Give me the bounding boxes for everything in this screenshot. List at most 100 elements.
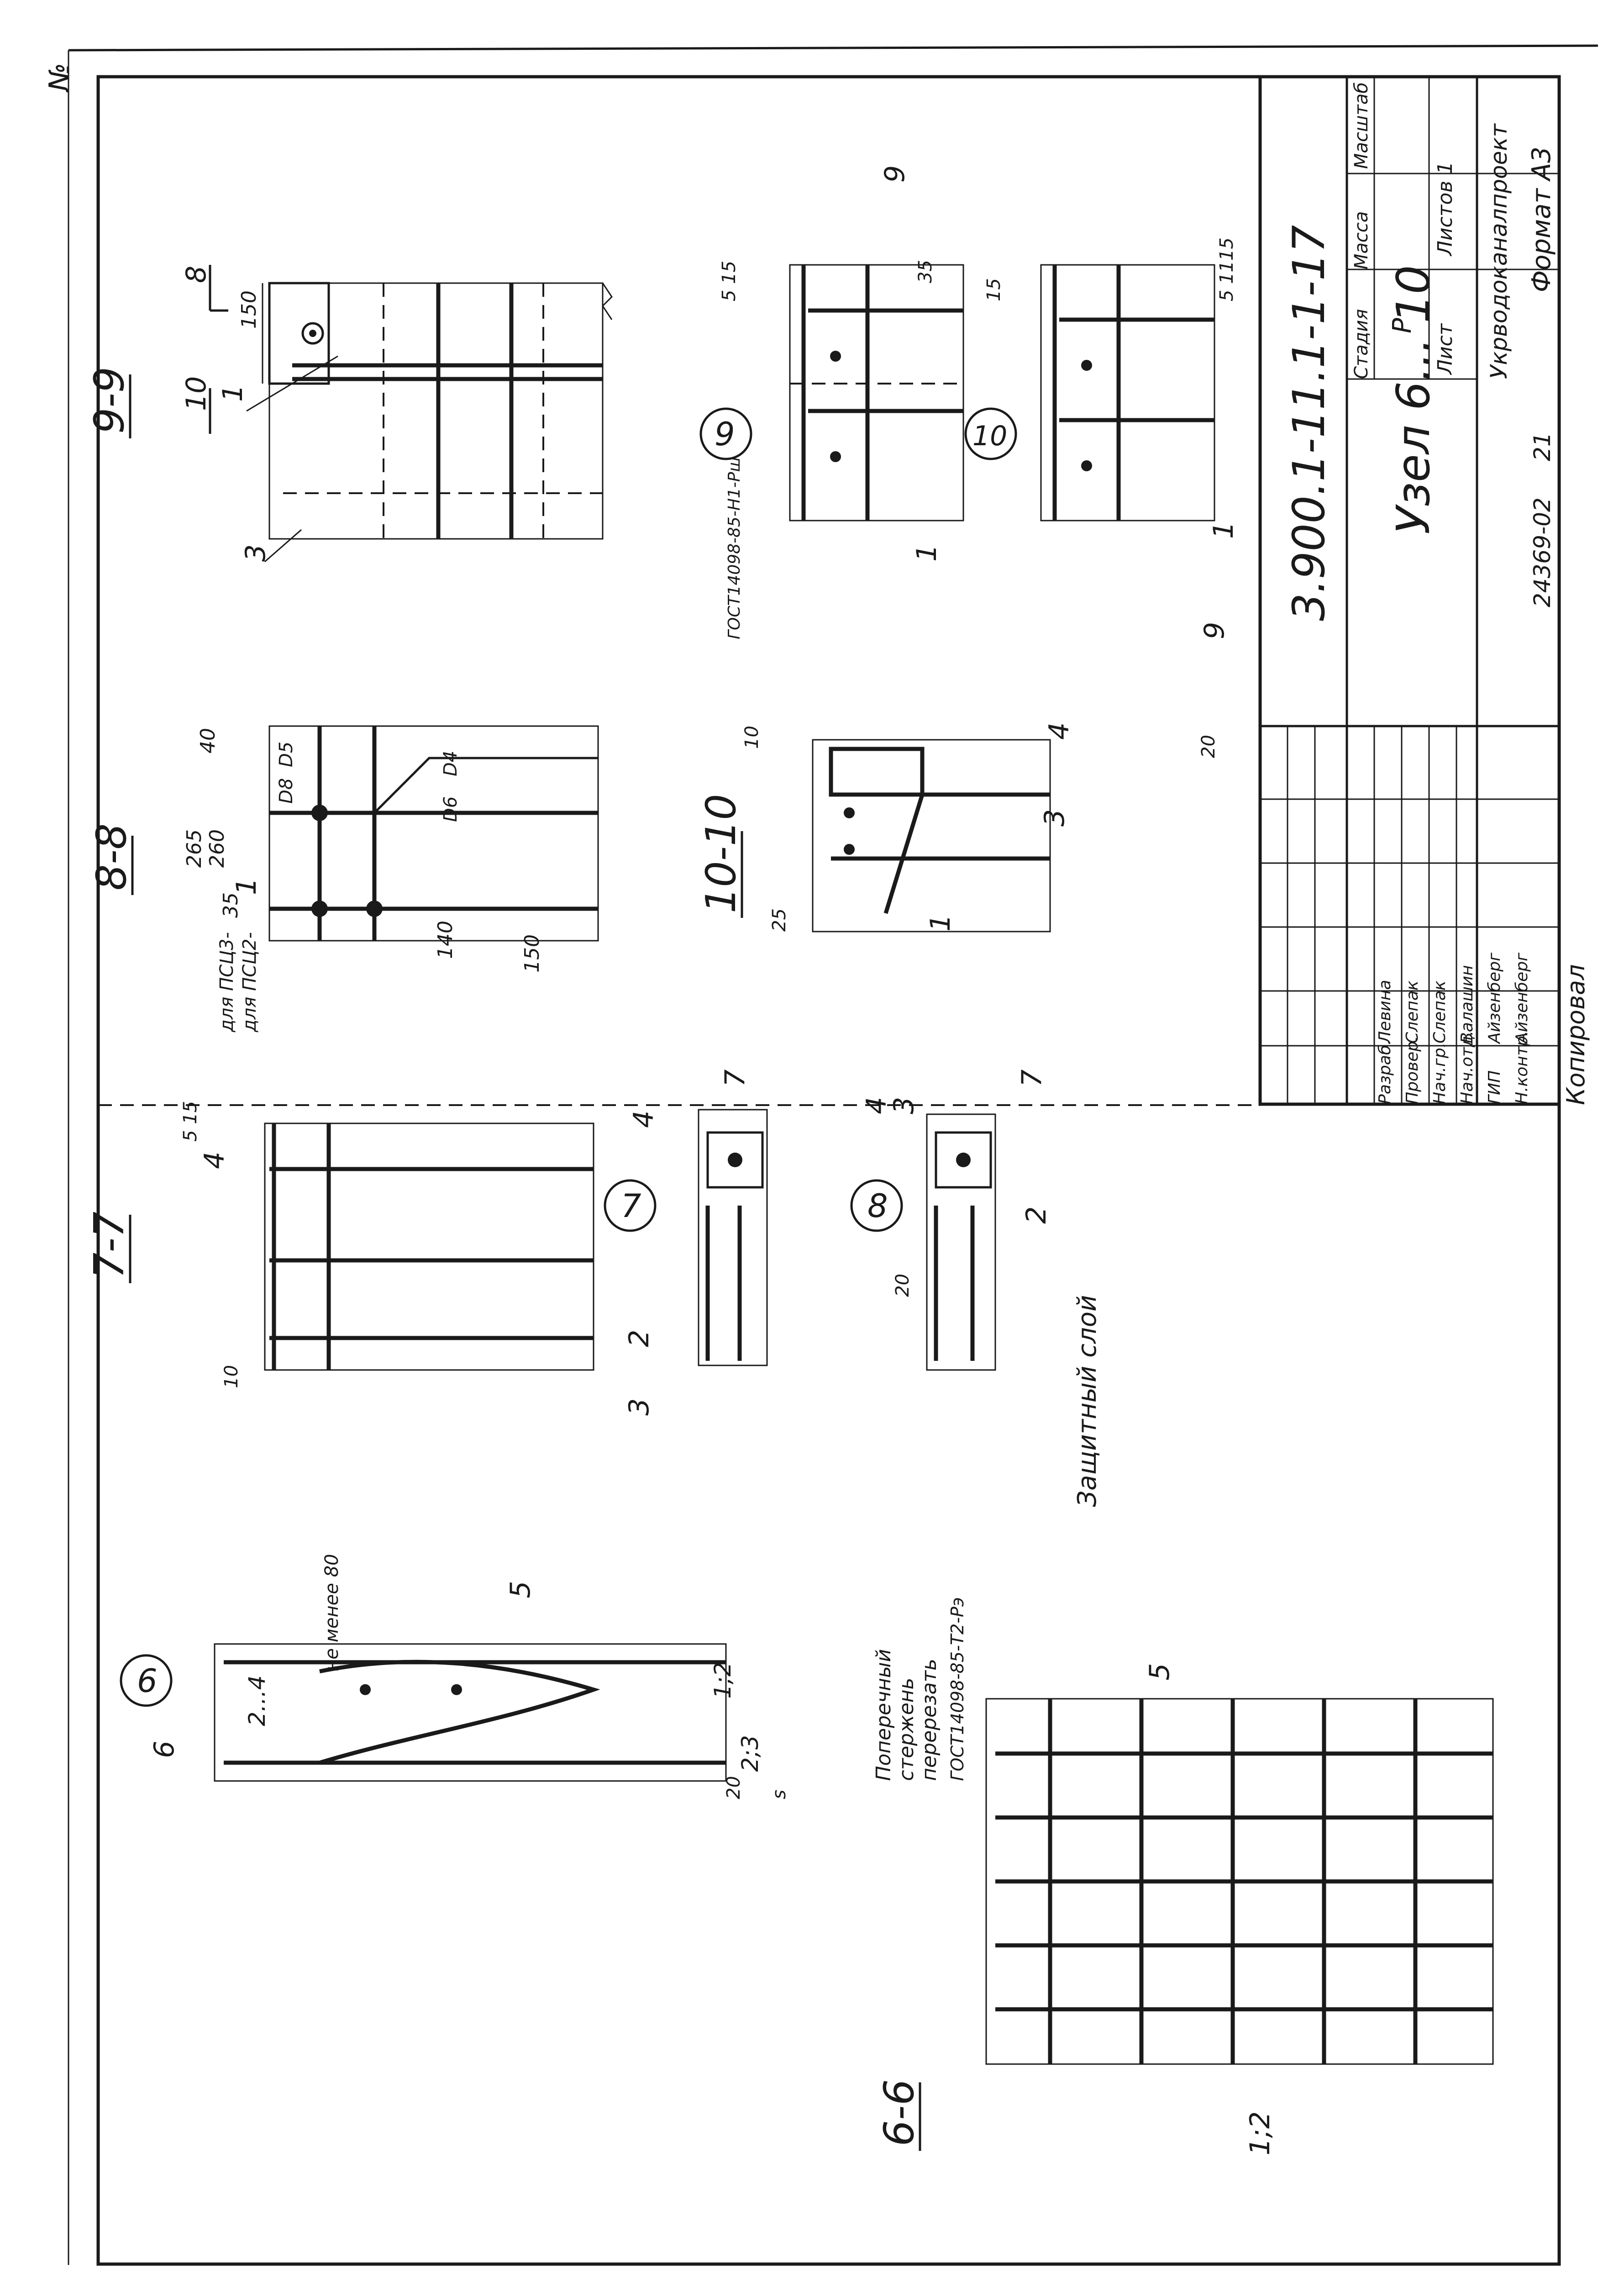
d06-label: D6 <box>440 796 461 822</box>
ref-1: 1 <box>231 878 263 895</box>
ref-1: 1 <box>1208 522 1240 539</box>
copied-text: Копировал <box>1561 964 1590 1105</box>
node-8: 8 7 2 3 4 20 Защитный слой <box>850 1069 1102 1507</box>
d25-label: 25 <box>769 908 790 932</box>
ref-1: 1 <box>911 544 943 562</box>
ref-2: 2 <box>623 1330 655 1347</box>
ref-3: 3 <box>623 1398 655 1416</box>
cut-label: 9 <box>879 165 911 183</box>
cover-note: Защитный слой <box>1072 1295 1102 1507</box>
node-marker <box>604 1179 657 1232</box>
gost-note: ГОСТ14098-85-Т2-Рэ <box>947 1597 967 1781</box>
note-pscz3: для ПСЦ3- <box>216 932 237 1033</box>
sheet-number: 21 <box>1529 432 1556 461</box>
ref-4: 4 <box>861 1097 893 1114</box>
ref-5: 5 <box>1144 1663 1176 1680</box>
signature-row: ГИП Айзенберг <box>1485 952 1504 1104</box>
signature-row: Нач.гр. Слепак <box>1430 980 1449 1104</box>
view-9-9: 9-9 8 10 150 1 3 <box>85 265 613 563</box>
signature-row: Н.контр. Айзенберг <box>1513 952 1531 1104</box>
stage-label: Стадия <box>1351 309 1372 379</box>
d20-label: 20 <box>1198 735 1219 758</box>
note-bar: стержень <box>895 1678 918 1781</box>
ds-label: s <box>769 1790 790 1799</box>
d20-label: 20 <box>723 1776 744 1799</box>
stage-value: Р <box>1387 318 1417 333</box>
signature-row: Провер. Слепак <box>1403 980 1422 1104</box>
min80-note: не менее 80 <box>321 1554 342 1671</box>
d04-label: D4 <box>440 751 461 776</box>
d10-label: 10 <box>221 1365 242 1388</box>
organization-text: Укрводоканалпроект <box>1486 123 1512 379</box>
signature-role: ГИП <box>1485 1070 1504 1104</box>
node-10: 10 9 15 5 1115 1 <box>964 237 1240 639</box>
view-title: 8-8 <box>88 823 136 890</box>
signature-role: Н.контр. <box>1513 1031 1531 1104</box>
view-6-6: 6-6 5 1;2 <box>875 1663 1494 2155</box>
sheets-label: Листов 1 <box>1434 162 1457 257</box>
signature-name: Слепак <box>1430 980 1449 1043</box>
title-block: 3.900.1-11.1-1-17 Узел 6... 10 Стадия Ма… <box>1258 75 1590 1106</box>
scale-label: Масштаб <box>1351 82 1372 169</box>
d515-label: 5 15 <box>180 1101 201 1142</box>
signature-name: Айзенберг <box>1485 952 1504 1044</box>
signature-row: Нач.отд. Валашин <box>1458 965 1477 1104</box>
ref-2-4: 2...4 <box>244 1675 270 1726</box>
cut-8-label: 8 <box>180 266 212 283</box>
cut-label: 7 <box>719 1069 751 1087</box>
ref-3: 3 <box>888 1097 920 1114</box>
designation-text: 3.900.1-11.1-1-17 <box>1283 225 1335 621</box>
sheet-label: Лист <box>1434 323 1457 375</box>
cut-label: 9 <box>1198 622 1230 639</box>
node-number: 7 <box>621 1187 641 1225</box>
view-title: 6-6 <box>875 2079 923 2146</box>
d35-label: 35 <box>219 892 242 918</box>
node-number: 8 <box>867 1187 888 1225</box>
node-9: 9 9 5 15 35 1 ГОСТ14098-85-Н1-Рш <box>699 165 964 639</box>
d10-label: 10 <box>741 726 762 749</box>
note-transverse: Поперечный <box>872 1649 895 1781</box>
cut-10-label: 10 <box>180 376 212 411</box>
d265-label: 265 <box>183 829 206 868</box>
d5115-label: 5 1115 <box>1216 237 1237 301</box>
top-edge-line <box>68 44 1598 52</box>
signature-name: Айзенберг <box>1513 952 1531 1044</box>
sheet-border <box>96 75 1561 2266</box>
d35-label: 35 <box>915 260 936 283</box>
ref-3: 3 <box>1039 809 1071 827</box>
view-7-7: 7-7 5 15 10 4 <box>85 1101 594 1388</box>
node-number: 9 <box>715 416 735 453</box>
note-cut: перерезать <box>918 1659 941 1781</box>
ref-1: 1 <box>925 914 957 932</box>
d150-label: 150 <box>520 934 544 973</box>
corner-mark: № <box>43 63 75 93</box>
node-6: 6 6 2...4 не менее 80 5 1;2 2;3 20 s Поп… <box>120 1554 967 1799</box>
node-marker <box>699 407 752 460</box>
ref-1-2: 1;2 <box>1244 2111 1276 2155</box>
ref-4: 4 <box>1043 722 1075 740</box>
node-marker <box>850 1179 903 1232</box>
title-text: Узел 6... 10 <box>1387 265 1440 534</box>
view-title: 10-10 <box>697 794 745 913</box>
signature-role: Нач.отд. <box>1458 1031 1477 1104</box>
ref-3: 3 <box>240 544 272 562</box>
d40-label: 40 <box>196 728 220 753</box>
signature-name: Левина <box>1376 980 1394 1044</box>
dim-150: 150 <box>237 290 261 329</box>
node-7: 7 7 2 3 4 <box>604 1069 768 1416</box>
mass-label: Масса <box>1351 211 1372 269</box>
ref-1-2: 1;2 <box>710 1662 736 1699</box>
cut-label: 7 <box>1016 1069 1048 1087</box>
ref-2-3: 2;3 <box>737 1735 763 1772</box>
cut-label: 6 <box>148 1741 180 1758</box>
d260-label: 260 <box>205 829 229 868</box>
d140-label: 140 <box>434 921 457 959</box>
signature-name: Валашин <box>1458 965 1477 1043</box>
signature-name: Слепак <box>1403 980 1422 1043</box>
node-marker <box>120 1654 173 1707</box>
view-8-8: 8-8 265 260 40 140 150 35 для ПСЦ3- для … <box>88 725 599 1033</box>
ref-4: 4 <box>628 1111 660 1128</box>
signature-role: Разраб. <box>1376 1040 1394 1104</box>
format-text: Формат А3 <box>1527 147 1556 292</box>
